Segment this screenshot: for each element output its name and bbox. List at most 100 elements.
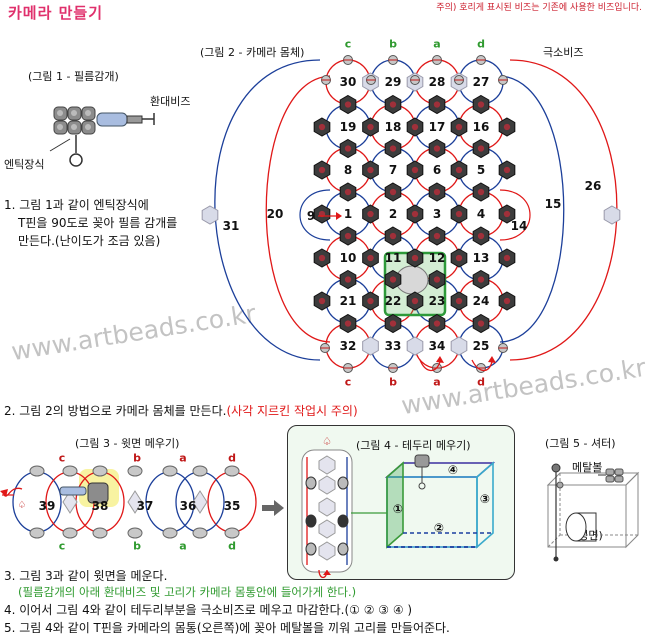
edge-right-2-center [503,166,511,174]
outer-loop-left-red [265,75,331,343]
column-label-bottom-a: a [433,376,440,389]
fig4-mark-4: ④ [448,463,458,477]
ring-label-26: 26 [585,179,602,193]
fig4-bead-2 [305,476,317,490]
step1-line1: 1. 그림 1과 같이 엔틱장식에 [4,198,149,212]
fig3-top-label-b: b [133,452,141,465]
joint-v-3-1-center [389,232,397,240]
fig4-winder-ring [418,482,426,490]
edge-right-5-center [503,297,511,305]
page-title: 카메라 만들기 [8,4,104,22]
fig3-bead-top-0 [29,465,45,477]
fig3-ring-label-39: 39 [39,499,56,513]
fig3-top-label-c: c [59,452,66,465]
edge-left-1-center [318,123,326,131]
ring-label-34: 34 [429,339,446,353]
edge-left-5-center [318,297,326,305]
joint-v-5-3-center [477,320,485,327]
edge-left-4-center [318,254,326,262]
ring-label-7: 7 [389,163,397,177]
edge-right-3-center [503,210,511,218]
ring-label-23: 23 [429,294,446,308]
ring-label-25: 25 [473,339,490,353]
edge-left-2-center [318,166,326,174]
fig4-bottom-arrow [323,570,331,575]
fig4-bead-0 [305,514,317,528]
joint-h-3-2-center [455,210,463,218]
fig3-spade-icon: ♤ [18,500,27,511]
film-winder-small [87,482,109,504]
note-text: 주의) 호리게 표시된 비즈는 기존에 사용한 비즈입니다. [436,3,642,13]
ring-label-21: 21 [340,294,357,308]
arrow-head-a [436,356,444,363]
joint-h-5-2-center [455,297,463,305]
fig4-bead-3 [337,476,349,490]
joint-v-3-2-center [433,232,441,240]
fig3-bottom-label-c: c [59,540,66,553]
joint-h-6-1 [406,336,424,356]
fig3-hex-2 [192,490,208,514]
joint-v-5-1-center [389,320,397,327]
ring-label-10: 10 [340,251,357,265]
ring-label-3: 3 [433,207,441,221]
fig4-box-right [476,461,494,549]
ring-label-31: 31 [223,219,240,233]
side-bead-left [201,205,219,225]
fig4-mark-2: ② [434,521,444,535]
joint-h-5-0-center [367,297,374,305]
step1-line2: T핀을 90도로 꽂아 필름 감개를 [18,216,178,230]
joint-h-1-0-center [367,123,374,131]
step4-text: 4. 이어서 그림 4와 같이 테두리부분을 극소비즈로 메우고 마감한다.(①… [4,603,413,617]
ring-label-1: 1 [344,207,352,221]
joint-v-3-0-center [344,232,352,240]
fig3-bead-bottom-5 [192,527,208,539]
fig3-bead-bottom-0 [29,527,45,539]
fig3-bead-top-6 [224,465,240,477]
film-winder-illustration [49,106,155,167]
fig4-bead-1 [337,514,349,528]
fig3-bead-top-5 [192,465,208,477]
fig3-bead-bottom-1 [62,527,78,539]
joint-h-2-0-center [367,166,374,174]
column-label-top-c: c [345,38,352,51]
fig4-hex-3 [318,519,336,539]
bottom-arrow-d [471,359,493,372]
ring-label-28: 28 [429,75,446,89]
joint-h-1-1-center [411,123,419,131]
fig4-mark-3: ③ [480,492,490,506]
fig1-part-label: 엔틱장식 [4,158,45,171]
joint-h-6-0 [362,336,379,356]
joint-v-2-3-center [477,188,485,196]
fig4-mark-1: ① [393,502,403,516]
fig4-bead-5 [337,542,349,556]
joint-v-1-1-center [389,145,397,152]
fig3-bottom-label-b: b [133,540,141,553]
film-winder-bead-small [59,486,87,496]
fig1-caption: (그림 1 - 필름감개) [28,70,119,83]
joint-h-4-2-center [455,254,463,262]
fig3-bead-top-3 [127,465,143,477]
fig2-caption: (그림 2 - 카메라 몸체) [200,46,305,59]
fig3-ring-label-35: 35 [224,499,241,513]
joint-h-1-2-center [455,123,463,131]
side-loop-left [299,189,331,241]
right-arrow-icon [262,500,284,516]
fig3-top-label-d: d [228,452,236,465]
ring-label-18: 18 [385,120,402,134]
step3-main: 3. 그림 3과 같이 윗면을 메운다. [4,569,168,583]
joint-v-4-2-center [433,276,441,283]
ring-label-6: 6 [433,163,441,177]
step2-text: 2. 그림 2의 방법으로 카메라 몸체를 만든다.(사각 지르킨 작업시 주의… [4,402,358,419]
ring-label-2: 2 [389,207,397,221]
fig3-bottom-label-a: a [179,540,186,553]
joint-h-4-0-center [367,254,374,262]
joint-v-3-3-center [477,232,485,240]
ring-label-8: 8 [344,163,352,177]
joint-v-0-2-center [433,101,441,108]
fig4-winder [414,454,430,468]
fig3-bead-bottom-2 [92,527,108,539]
ring-label-33: 33 [385,339,402,353]
